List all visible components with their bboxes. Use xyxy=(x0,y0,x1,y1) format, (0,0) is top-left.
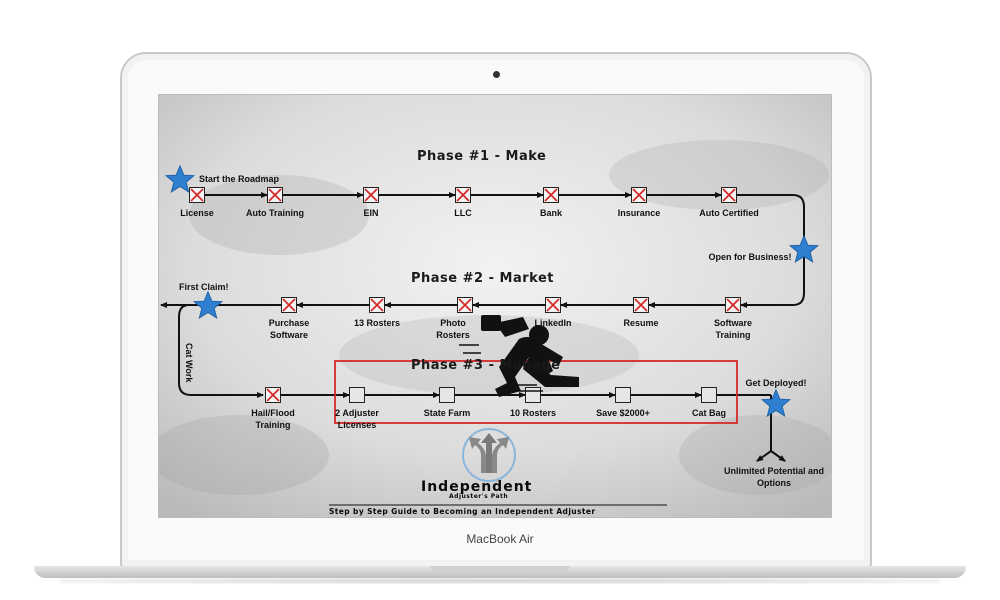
step-label-llc: LLC xyxy=(454,208,472,218)
laptop-shadow xyxy=(60,578,940,584)
speed-lines xyxy=(459,344,543,392)
step-label-auto-training: Auto Training xyxy=(246,208,304,218)
step-save-box xyxy=(615,387,631,403)
step-auto-training-box xyxy=(267,187,283,203)
step-label-ein: EIN xyxy=(363,208,379,218)
phase1-path xyxy=(189,192,805,308)
step-software-training-box xyxy=(725,297,741,313)
device-model-label: MacBook Air xyxy=(466,532,534,546)
laptop-notch xyxy=(430,566,570,571)
laptop-base xyxy=(34,566,966,578)
background-texture xyxy=(159,140,831,495)
step-label-resume: Resume xyxy=(623,318,659,328)
step-license-box xyxy=(189,187,205,203)
step-adjuster-licenses-box xyxy=(349,387,365,403)
roadmap-diagram xyxy=(159,95,831,517)
unlimited-label: Unlimited Potential and Options xyxy=(723,466,824,488)
logo-subtitle: Adjuster's Path xyxy=(449,493,509,500)
start-roadmap-label: Start the Roadmap xyxy=(199,174,280,184)
step-label-insurance: Insurance xyxy=(617,208,661,218)
step-resume-box xyxy=(633,297,649,313)
step-purchase-software-box xyxy=(281,297,297,313)
phase3-path xyxy=(281,392,786,462)
step-label-linkedin: LinkedIn xyxy=(534,318,572,328)
step-hail-flood-box xyxy=(265,387,281,403)
footer-tagline: Step by Step Guide to Becoming an Indepe… xyxy=(329,507,596,516)
running-businessman-icon xyxy=(481,315,579,397)
phase1-title: Phase #1 - Make xyxy=(417,149,547,164)
camera-icon xyxy=(493,71,500,78)
step-label-hail-flood: Hail/Flood Training xyxy=(251,408,295,430)
step-label-software-training: Software Training xyxy=(713,318,752,340)
step-cat-bag-box xyxy=(701,387,717,403)
step-ein-box xyxy=(363,187,379,203)
step-linkedin-box xyxy=(545,297,561,313)
logo-title: Independent xyxy=(421,479,533,495)
step-label-save: Save $2000+ xyxy=(596,408,650,418)
step-label-state-farm: State Farm xyxy=(423,408,471,418)
step-state-farm-box xyxy=(439,387,455,403)
step-13-rosters-box xyxy=(369,297,385,313)
step-llc-box xyxy=(455,187,471,203)
step-photo-rosters-box xyxy=(457,297,473,313)
phase3-title: Phase #3 - Manage xyxy=(411,358,561,373)
step-label-bank: Bank xyxy=(539,208,562,218)
step-label-license: License xyxy=(180,208,214,218)
laptop-screen: Phase #1 - Make Phase #2 - Market Phase … xyxy=(158,94,832,518)
step-label-photo-rosters: Photo Rosters xyxy=(436,318,470,340)
step-label-auto-certified: Auto Certified xyxy=(699,208,759,218)
step-auto-certified-box xyxy=(721,187,737,203)
step-10-rosters-box xyxy=(525,387,541,403)
logo-arrows-icon xyxy=(462,428,516,482)
step-bank-box xyxy=(543,187,559,203)
get-deployed-label: Get Deployed! xyxy=(745,378,807,388)
first-claim-label: First Claim! xyxy=(179,282,229,292)
step-label-10-rosters: 10 Rosters xyxy=(509,408,557,418)
phase2-path xyxy=(160,302,725,398)
step-label-adjuster-licenses: 2 Adjuster Licenses xyxy=(335,408,379,430)
step-insurance-box xyxy=(631,187,647,203)
open-business-label: Open for Business! xyxy=(708,252,792,262)
step-label-13-rosters: 13 Rosters xyxy=(353,318,401,328)
cat-work-label: Cat Work xyxy=(184,343,194,383)
step-label-purchase-software: Purchase Software xyxy=(268,318,310,340)
step-label-cat-bag: Cat Bag xyxy=(691,408,726,418)
phase2-title: Phase #2 - Market xyxy=(411,271,554,286)
